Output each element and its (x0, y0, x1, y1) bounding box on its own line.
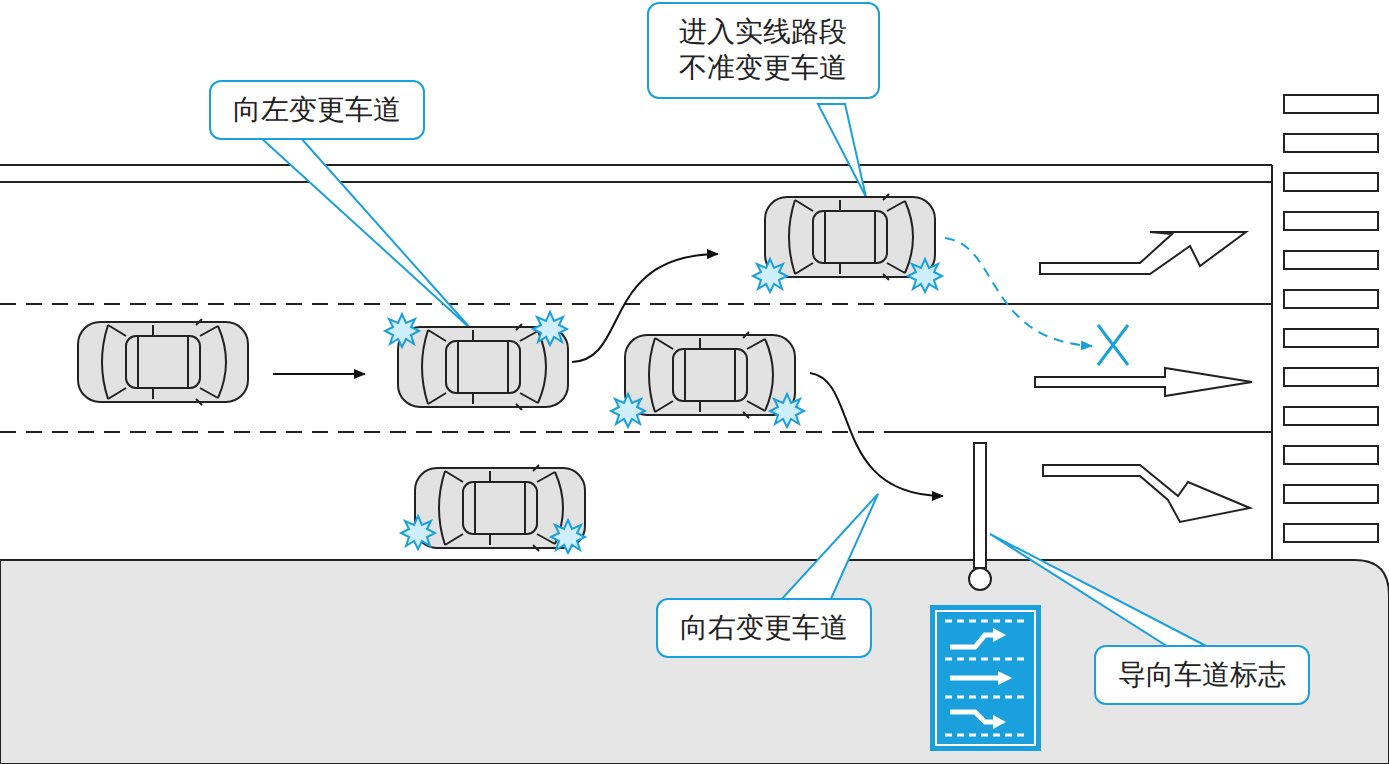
callout-box: 向右变更车道 (656, 598, 872, 658)
crosswalk-stripe (1284, 212, 1378, 230)
crosswalk-stripe (1284, 407, 1378, 425)
crosswalk-stripe (1284, 368, 1378, 386)
crosswalk-stripe (1284, 485, 1378, 503)
crosswalk-stripe (1284, 95, 1378, 113)
callout-box: 向左变更车道 (209, 80, 425, 140)
callout-box: 导向车道标志 (1094, 645, 1310, 705)
crosswalk-stripe (1284, 446, 1378, 464)
crosswalk-stripe (1284, 524, 1378, 542)
callout-text: 向右变更车道 (680, 610, 848, 646)
callout-box: 进入实线路段 不准变更车道 (647, 2, 880, 99)
crosswalk-stripe (1284, 134, 1378, 152)
callout-text: 导向车道标志 (1118, 657, 1286, 693)
crosswalk-stripe (1284, 173, 1378, 191)
callout-text: 向左变更车道 (233, 92, 401, 128)
crosswalk-stripe (1284, 329, 1378, 347)
crosswalk-stripe (1284, 290, 1378, 308)
callout-text: 进入实线路段 不准变更车道 (671, 14, 856, 87)
crosswalk-stripe (1284, 251, 1378, 269)
